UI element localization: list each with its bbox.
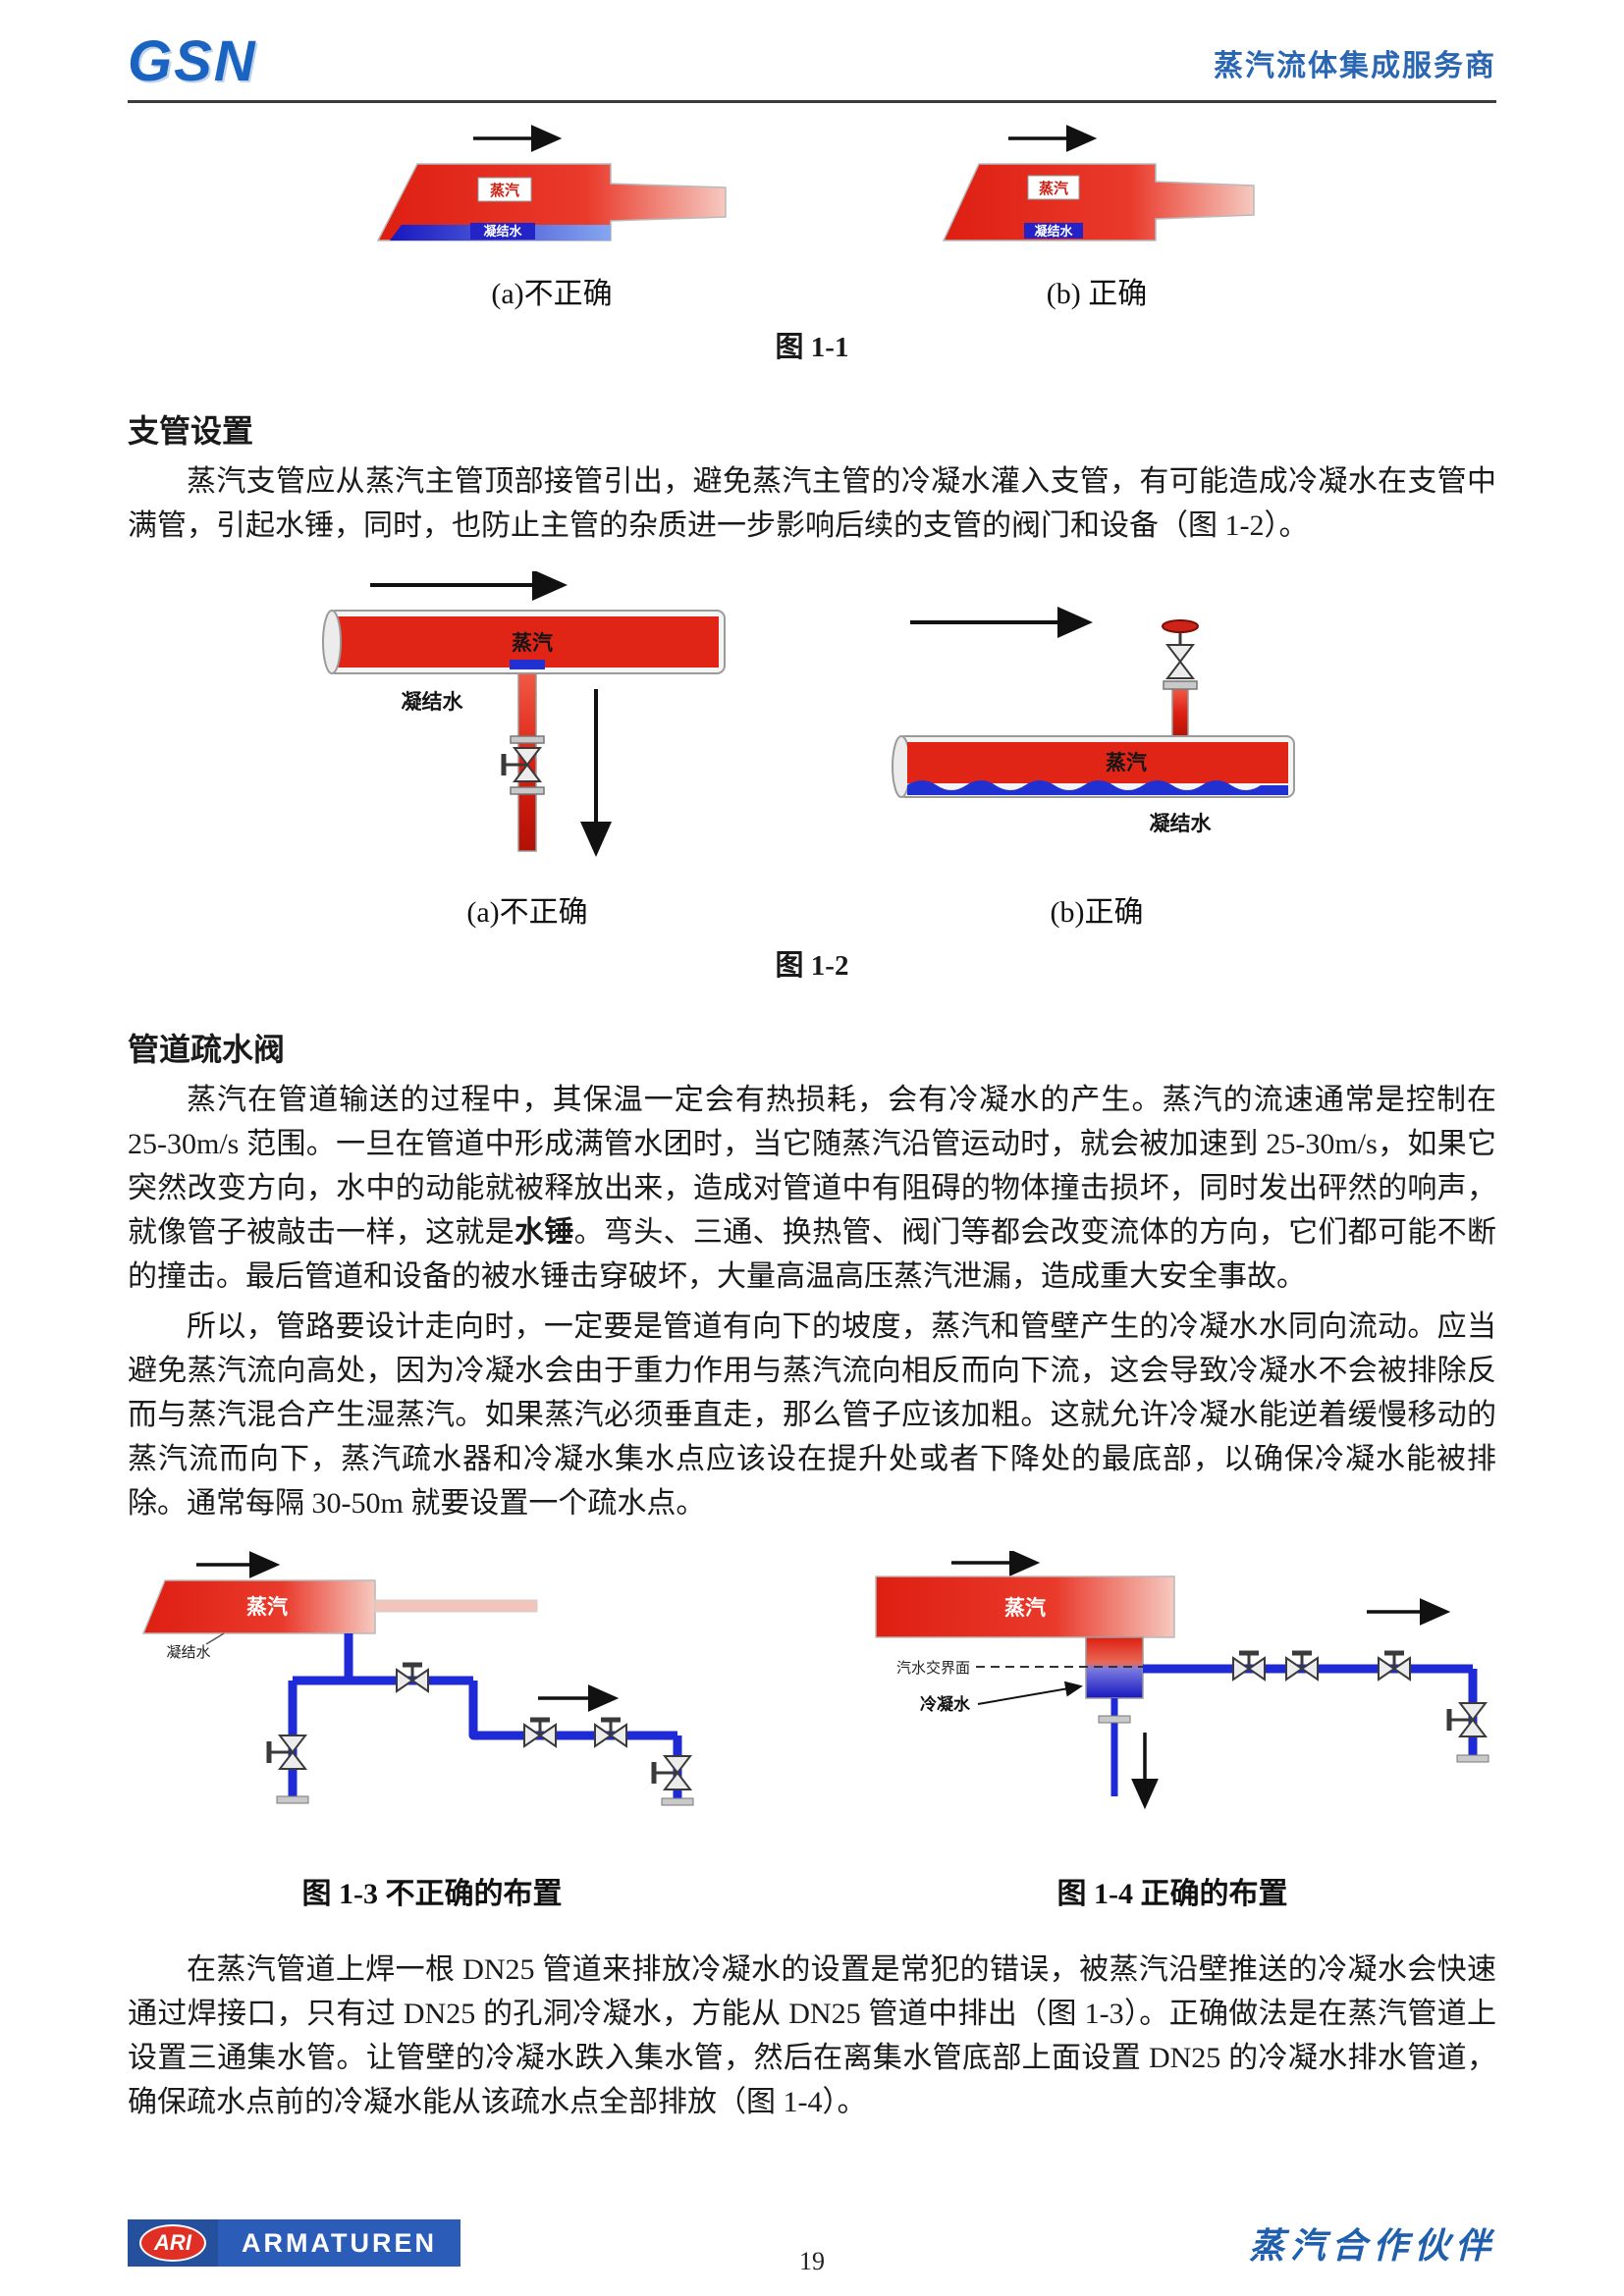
flange xyxy=(1098,1715,1131,1724)
valve-icon xyxy=(1161,618,1200,680)
figure-1-1b: 蒸汽 凝结水 (b) 正确 xyxy=(930,125,1264,312)
steam-label: 蒸汽 xyxy=(1106,751,1147,774)
figure-1-2b-caption: (b)正确 xyxy=(1050,896,1144,929)
flange xyxy=(1456,1754,1489,1763)
header-divider xyxy=(128,100,1496,103)
condensate-label-box xyxy=(470,223,535,240)
valve-icon xyxy=(654,1756,690,1789)
flange xyxy=(661,1797,694,1806)
valve-icon xyxy=(1286,1653,1318,1680)
valve-icon xyxy=(595,1720,626,1746)
fig-1-4-diagram: 蒸汽 汽水交界面 冷凝水 xyxy=(875,1551,1489,1810)
fig-1-2a-diagram: 蒸汽 凝结水 xyxy=(322,571,726,857)
condensate-pocket xyxy=(510,660,545,669)
steam-label: 蒸汽 xyxy=(1039,180,1068,197)
flange xyxy=(510,735,545,744)
steam-label: 蒸汽 xyxy=(512,631,553,655)
figure-1-2a: 蒸汽 凝结水 (a)不正确 xyxy=(316,571,738,931)
figure-1-1-title: 图 1-1 xyxy=(775,332,849,363)
valve-icon xyxy=(1449,1703,1486,1736)
figure-1-4: 蒸汽 汽水交界面 冷凝水 xyxy=(848,1551,1496,1912)
trap-paragraph-1-text-2: 。弯头、三通、换热管、阀门等都会改变流体的方向，它们都可能不断的撞击。最后管道和… xyxy=(128,1216,1497,1293)
figure-1-4-caption: 图 1-4 正确的布置 xyxy=(1056,1878,1288,1910)
page-number: 19 xyxy=(799,2247,825,2275)
page-header: GSN 蒸汽流体集成服务商 xyxy=(128,33,1496,90)
pipe-end-cap xyxy=(322,610,342,674)
figure-1-2b: 蒸汽 凝结水 (b)正确 xyxy=(886,571,1308,931)
figure-1-1a: 蒸汽 凝结水 (a)不正确 xyxy=(360,125,743,312)
trap-paragraph-1-text: 蒸汽在管道输送的过程中，其保温一定会有热损耗，会有冷凝水的产生。蒸汽的流速通常是… xyxy=(128,1084,1496,1249)
figure-1-1: 蒸汽 凝结水 (a)不正确 蒸汽 凝结水 (b) 正确 xyxy=(128,125,1496,312)
section-heading-branch: 支管设置 xyxy=(128,413,254,449)
valve-icon xyxy=(1233,1653,1265,1680)
fig-1-3-diagram: 蒸汽 凝结水 xyxy=(141,1551,694,1806)
armaturen-logo-text: ARMATUREN xyxy=(218,2219,460,2267)
condensate-label: 凝结水 xyxy=(402,690,464,714)
flange xyxy=(1163,680,1198,690)
trap-paragraph-1: 蒸汽在管道输送的过程中，其保温一定会有热损耗，会有冷凝水的产生。蒸汽的流速通常是… xyxy=(128,1078,1496,1299)
figure-1-2-title: 图 1-2 xyxy=(775,950,849,982)
condensate-label: 凝结水 xyxy=(166,1644,210,1661)
figure-1-3: 蒸汽 凝结水 图 1-3 不正确的布置 xyxy=(128,1551,736,1912)
figure-1-3-caption: 图 1-3 不正确的布置 xyxy=(301,1878,563,1910)
steam-label-box xyxy=(477,177,532,202)
fig-1-1b-diagram: 蒸汽 凝结水 xyxy=(942,125,1255,241)
condensate-label-box xyxy=(1024,223,1083,239)
footer-tagline: 蒸汽合作伙伴 xyxy=(1248,2226,1496,2266)
valve-icon xyxy=(397,1665,428,1691)
steam-fill xyxy=(907,742,1288,783)
gsn-logo: GSN xyxy=(128,29,257,93)
dn25-paragraph: 在蒸汽管道上焊一根 DN25 管道来排放冷凝水的设置是常犯的错误，被蒸汽沿壁推送… xyxy=(128,1953,1496,2118)
branch-paragraph: 蒸汽支管应从蒸汽主管顶部接管引出，避免蒸汽主管的冷凝水灌入支管，有可能造成冷凝水… xyxy=(128,465,1496,542)
water-hammer-term: 水锤 xyxy=(514,1216,574,1249)
condensate-label: 凝结水 xyxy=(1034,224,1073,239)
page-content: GSN 蒸汽流体集成服务商 蒸汽 凝结水 (a)不正确 xyxy=(128,0,1496,2124)
interface-label: 汽水交界面 xyxy=(896,1659,970,1677)
condensate-label: 冷凝水 xyxy=(920,1694,971,1714)
ari-logo-text: ARI xyxy=(139,2224,206,2262)
steam-pipe xyxy=(942,163,1255,241)
flange xyxy=(276,1795,309,1804)
ari-armaturen-logo: ARI ARMATUREN xyxy=(128,2219,460,2267)
branch-pipe xyxy=(1171,688,1189,739)
section-heading-trap: 管道疏水阀 xyxy=(128,1032,286,1067)
condensate-label: 凝结水 xyxy=(1150,812,1213,835)
figure-1-2: 蒸汽 凝结水 (a)不正确 xyxy=(128,571,1496,931)
condensate-label: 凝结水 xyxy=(483,224,522,239)
figure-1-1b-caption: (b) 正确 xyxy=(1046,278,1148,310)
steam-label-box xyxy=(1027,175,1080,200)
condensate-pipe xyxy=(468,1681,677,1740)
fig-1-1a-diagram: 蒸汽 凝结水 xyxy=(376,125,727,241)
valve-icon xyxy=(1379,1653,1410,1680)
page-footer: ARI ARMATUREN 蒸汽合作伙伴 xyxy=(128,2217,1496,2269)
steam-pipe xyxy=(875,1575,1175,1638)
condensate-wave xyxy=(907,780,1288,795)
leader-line xyxy=(205,1632,225,1645)
steam-fill xyxy=(338,616,719,667)
fig-1-2b-diagram: 蒸汽 凝结水 xyxy=(892,607,1295,835)
valve-icon xyxy=(524,1720,556,1746)
ari-emblem: ARI xyxy=(128,2219,218,2267)
steam-label: 蒸汽 xyxy=(1004,1596,1046,1620)
steam-label: 蒸汽 xyxy=(490,182,519,199)
steam-pipe xyxy=(141,1579,376,1634)
figure-1-3-1-4: 蒸汽 凝结水 图 1-3 不正确的布置 xyxy=(128,1551,1496,1912)
steam-pipe-tail xyxy=(374,1599,538,1613)
leader-arrow xyxy=(977,1681,1083,1705)
steam-label: 蒸汽 xyxy=(246,1595,288,1619)
valve-icon xyxy=(269,1735,305,1769)
header-tagline: 蒸汽流体集成服务商 xyxy=(1214,50,1496,82)
figure-1-2a-caption: (a)不正确 xyxy=(466,896,588,929)
figure-1-1a-caption: (a)不正确 xyxy=(491,278,613,310)
trap-paragraph-2: 所以，管路要设计走向时，一定要是管道有向下的坡度，蒸汽和管壁产生的冷凝水水同向流… xyxy=(128,1310,1496,1520)
flange xyxy=(510,786,545,795)
